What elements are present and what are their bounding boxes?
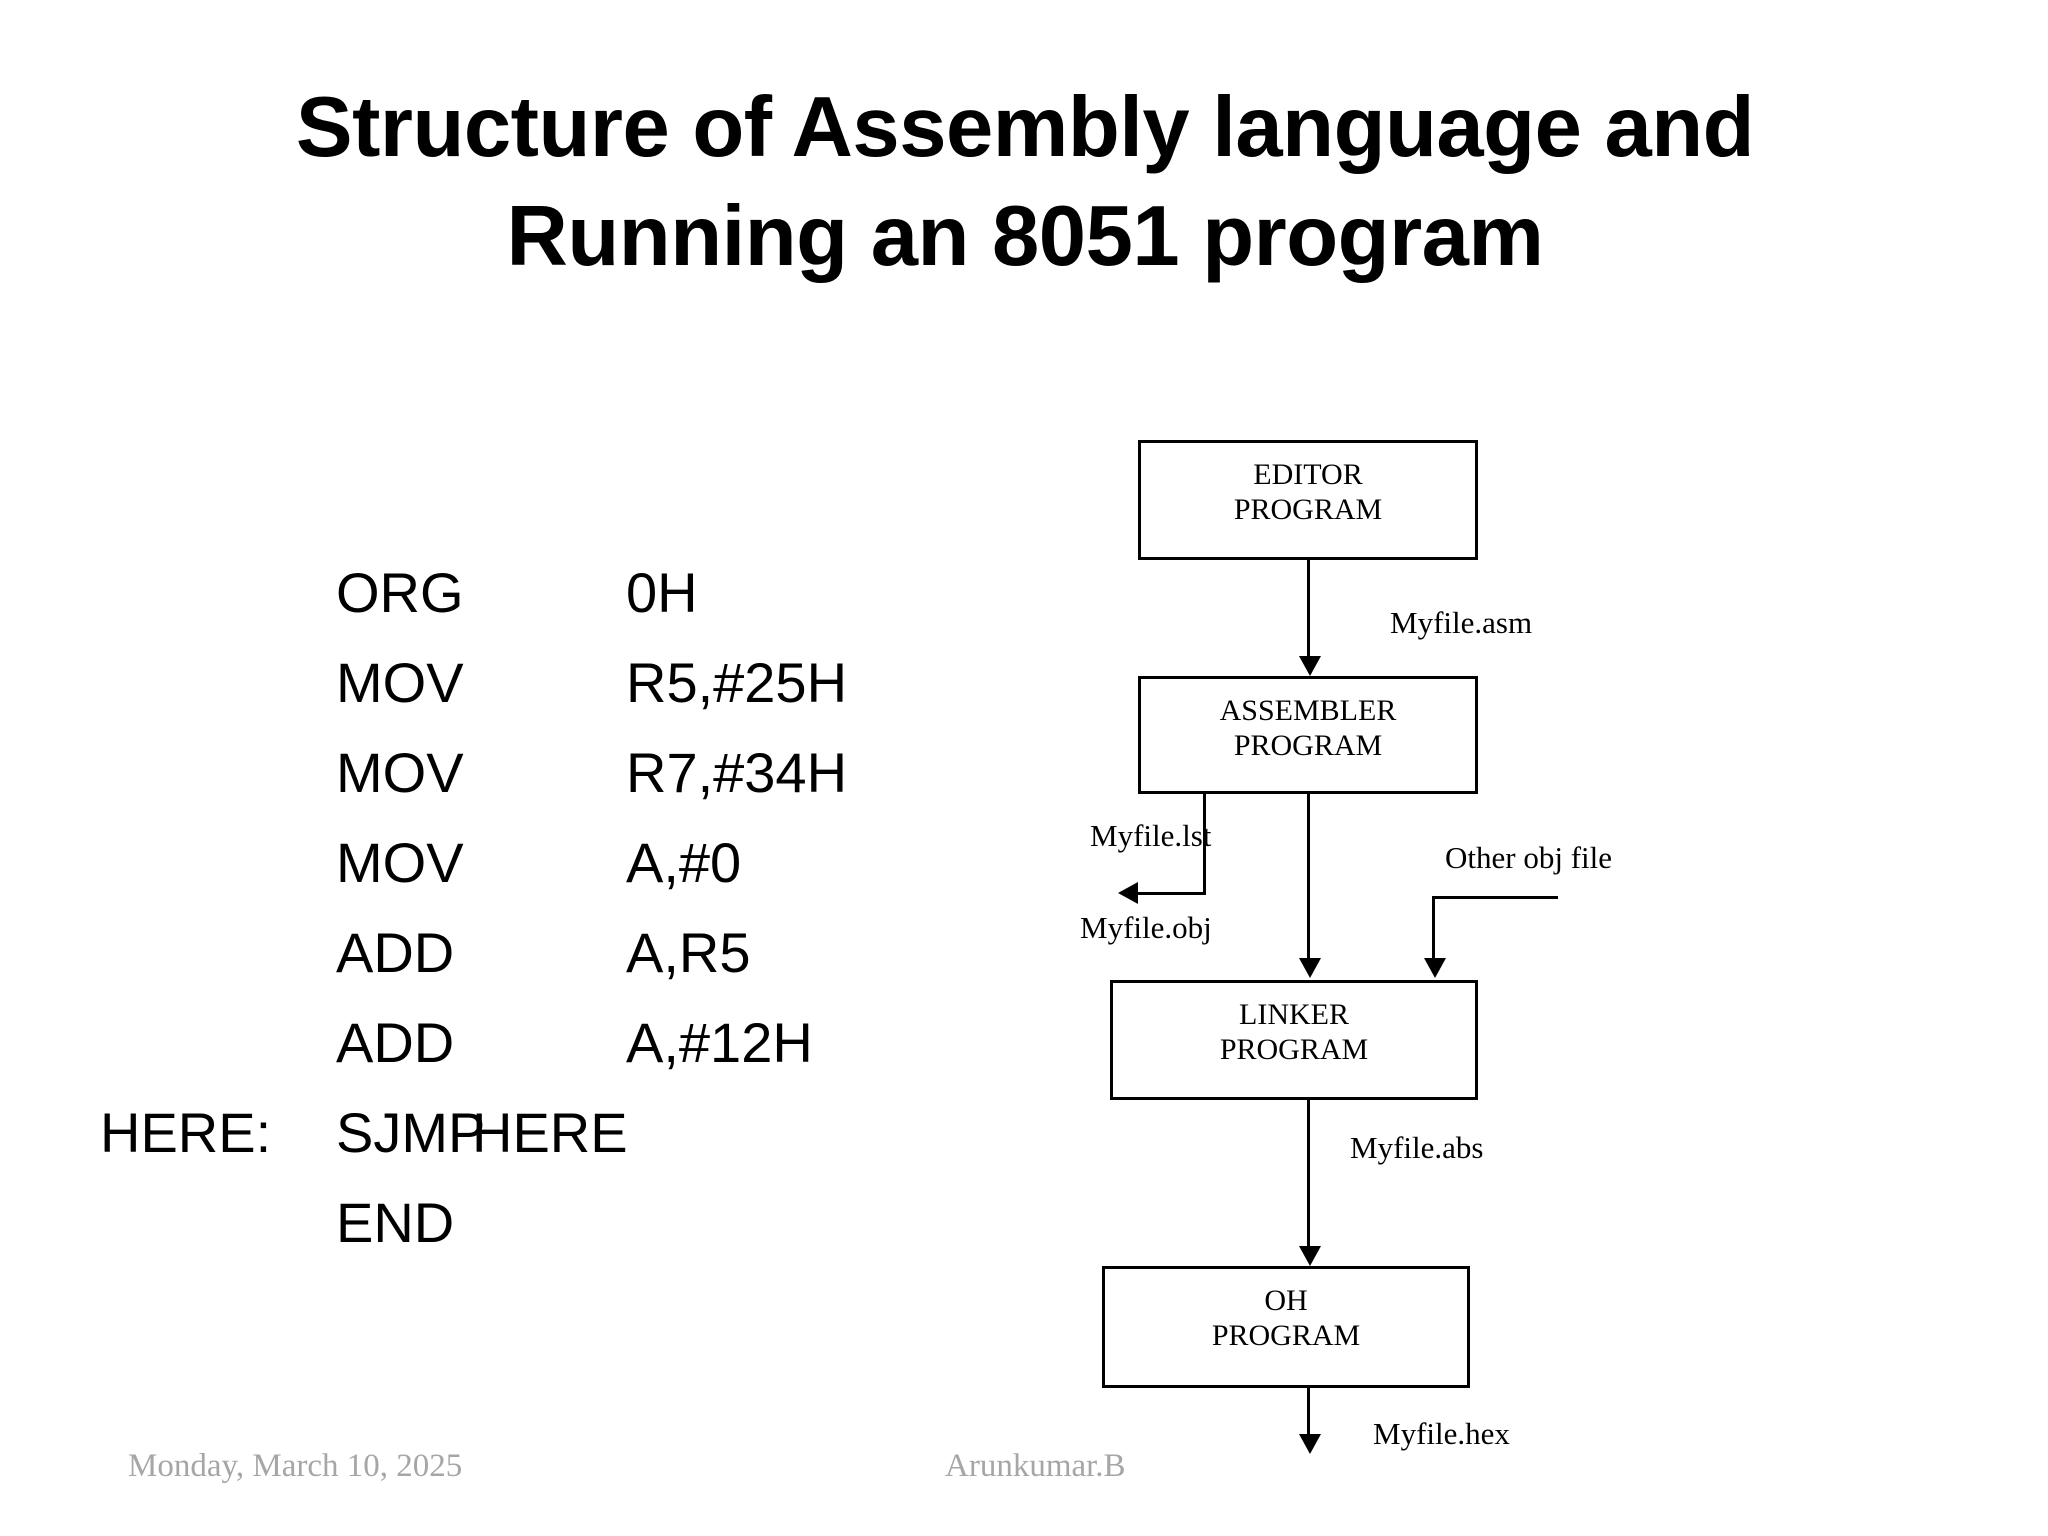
flowchart-label-myfile-abs: Myfile.abs <box>1350 1130 1484 1165</box>
flowchart-label-other-obj-file: Other obj file <box>1445 840 1613 875</box>
code-mnemonic: ADD <box>336 921 455 984</box>
code-mnemonic: MOV <box>336 651 464 714</box>
arrow-assembler-to-linker-line <box>1307 794 1310 964</box>
arrow-other-obj-head <box>1424 958 1446 978</box>
code-row: MOV R7,#34H <box>100 740 920 830</box>
arrow-editor-to-assembler-head <box>1299 656 1321 676</box>
arrow-oh-to-hex-head <box>1299 1434 1321 1454</box>
page-title: Structure of Assembly language and Runni… <box>120 74 1930 292</box>
flowchart-box-oh: OH PROGRAM <box>1102 1266 1470 1388</box>
assembly-code-listing: ORG 0H MOV R5,#25H MOV R7,#34H MOV A,#0 … <box>100 560 920 1280</box>
flowchart-box-editor: EDITOR PROGRAM <box>1138 440 1478 560</box>
arrow-assembler-to-linker-head <box>1299 958 1321 978</box>
flowchart-label-myfile-obj: Myfile.obj <box>1080 910 1212 945</box>
code-row: ORG 0H <box>100 560 920 650</box>
arrow-other-obj-vline <box>1432 896 1435 964</box>
toolchain-flowchart: EDITOR PROGRAM Myfile.asm ASSEMBLER PROG… <box>1080 440 1740 1454</box>
code-label: HERE: <box>100 1101 272 1164</box>
arrow-other-obj-hline <box>1432 896 1558 899</box>
flowchart-box-oh-line2: PROGRAM <box>1211 1319 1361 1353</box>
arrow-oh-to-hex-line <box>1307 1388 1310 1440</box>
code-mnemonic: MOV <box>336 741 464 804</box>
code-row: END <box>100 1190 920 1280</box>
flowchart-box-linker: LINKER PROGRAM <box>1110 980 1478 1100</box>
code-mnemonic: MOV <box>336 831 464 894</box>
code-row: MOV A,#0 <box>100 830 920 920</box>
code-operand: A,#12H <box>626 1011 813 1074</box>
code-operand: A,#0 <box>626 831 742 894</box>
flowchart-box-oh-line1: OH <box>1264 1284 1308 1317</box>
code-operand: R5,#25H <box>626 651 848 714</box>
code-row: ADD A,#12H <box>100 1010 920 1100</box>
footer-date: Monday, March 10, 2025 <box>128 1448 463 1484</box>
arrow-assembler-to-lst-hline <box>1138 892 1206 895</box>
code-mnemonic: SJMP <box>336 1101 486 1164</box>
code-row: ADD A,R5 <box>100 920 920 1010</box>
code-operand: HERE <box>472 1101 628 1164</box>
page-title-line-1: Structure of Assembly language and <box>295 80 1755 175</box>
arrow-linker-to-oh-line <box>1307 1100 1310 1252</box>
arrow-linker-to-oh-head <box>1299 1246 1321 1266</box>
flowchart-label-myfile-hex: Myfile.hex <box>1373 1416 1510 1451</box>
flowchart-label-myfile-asm: Myfile.asm <box>1390 605 1533 640</box>
flowchart-box-linker-line2: PROGRAM <box>1219 1033 1369 1067</box>
arrow-assembler-to-lst-head <box>1118 882 1138 904</box>
page-title-line-2: Running an 8051 program <box>506 188 1544 284</box>
code-row: MOV R5,#25H <box>100 650 920 740</box>
code-operand: A,R5 <box>626 921 751 984</box>
code-mnemonic: END <box>336 1191 455 1254</box>
code-operand: 0H <box>626 561 698 624</box>
flowchart-box-editor-line2: PROGRAM <box>1233 493 1383 527</box>
flowchart-box-linker-line1: LINKER <box>1239 998 1349 1031</box>
arrow-assembler-to-lst-vline <box>1203 794 1206 894</box>
flowchart-label-myfile-lst: Myfile.lst <box>1090 818 1212 853</box>
flowchart-box-assembler: ASSEMBLER PROGRAM <box>1138 676 1478 794</box>
code-mnemonic: ADD <box>336 1011 455 1074</box>
flowchart-box-editor-line1: EDITOR <box>1253 458 1363 491</box>
flowchart-box-assembler-line1: ASSEMBLER <box>1219 694 1397 727</box>
flowchart-box-assembler-line2: PROGRAM <box>1233 729 1383 763</box>
arrow-editor-to-assembler-line <box>1307 560 1310 660</box>
code-mnemonic: ORG <box>336 561 464 624</box>
code-operand: R7,#34H <box>626 741 848 804</box>
code-row: HERE: SJMP HERE <box>100 1100 920 1190</box>
footer-author: Arunkumar.B <box>945 1448 1126 1484</box>
